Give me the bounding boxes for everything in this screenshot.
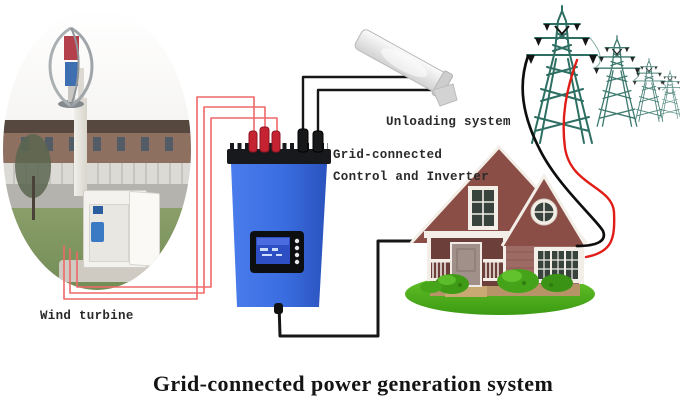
turbine-pole (74, 98, 87, 196)
red-wire-inner (76, 117, 278, 288)
photo-roofline (3, 120, 191, 133)
turbine-blade-mid (70, 27, 80, 107)
unloading-wire-1 (301, 75, 451, 152)
triple-window-mullions (538, 251, 578, 279)
red-wire-outer (63, 96, 255, 300)
ac-terminals-black (297, 128, 324, 153)
output-cable-gland (274, 303, 283, 314)
lcd-top-band (257, 238, 289, 245)
diagram-title: Grid-connected power generation system (152, 371, 554, 396)
gable-window-mullions (472, 190, 494, 226)
turbine-drum-blue (65, 62, 78, 86)
turbine-blade-right (70, 26, 94, 108)
inverter-label-line2: Control and Inverter (333, 170, 490, 184)
turbine-pole-upper (78, 68, 84, 102)
unloader-highlight (381, 48, 428, 78)
porch-beam (424, 231, 510, 238)
cabinet-breaker (93, 206, 103, 214)
tower-1 (526, 5, 598, 144)
bushes (420, 269, 573, 294)
transmission-towers (526, 5, 680, 144)
door-panel (456, 248, 476, 272)
unloading-wires (301, 75, 451, 152)
house (405, 144, 595, 315)
wind-turbine-icon (48, 26, 94, 108)
tower-span-lines (589, 37, 667, 91)
photo-tree-trunk (32, 176, 35, 220)
wind-turbine-photo (3, 8, 191, 290)
photo-building-windows (5, 137, 189, 151)
dc-terminals-red (248, 126, 281, 153)
turbine-hub (68, 86, 75, 102)
house-feed-wire (277, 239, 427, 338)
inverter-top-strip (227, 149, 331, 164)
display-buttons (294, 238, 300, 265)
grid-wire-black (521, 54, 606, 248)
tower-4 (657, 70, 680, 119)
grid-wire-red (562, 58, 616, 259)
porch-railing-right (483, 259, 503, 281)
inverter-label-line1: Grid-connected (333, 148, 443, 162)
inverter (227, 126, 331, 314)
unloader-bracket (432, 83, 458, 107)
round-window-mullions (534, 202, 554, 222)
unloading-wire-2 (316, 88, 448, 152)
porch-post-left (427, 237, 431, 286)
wind-turbine-label: Wind turbine (40, 309, 134, 323)
turbine-blade-left (48, 26, 72, 108)
cabinet-blue-device (91, 222, 104, 242)
gable-trim (500, 173, 588, 247)
unloading-device (354, 29, 458, 107)
lcd-digits (260, 248, 282, 256)
unloading-system-label: Unloading system (386, 115, 511, 129)
red-dc-wires (63, 96, 278, 300)
red-wire-middle (69, 106, 266, 294)
porch-post-right (503, 237, 507, 286)
